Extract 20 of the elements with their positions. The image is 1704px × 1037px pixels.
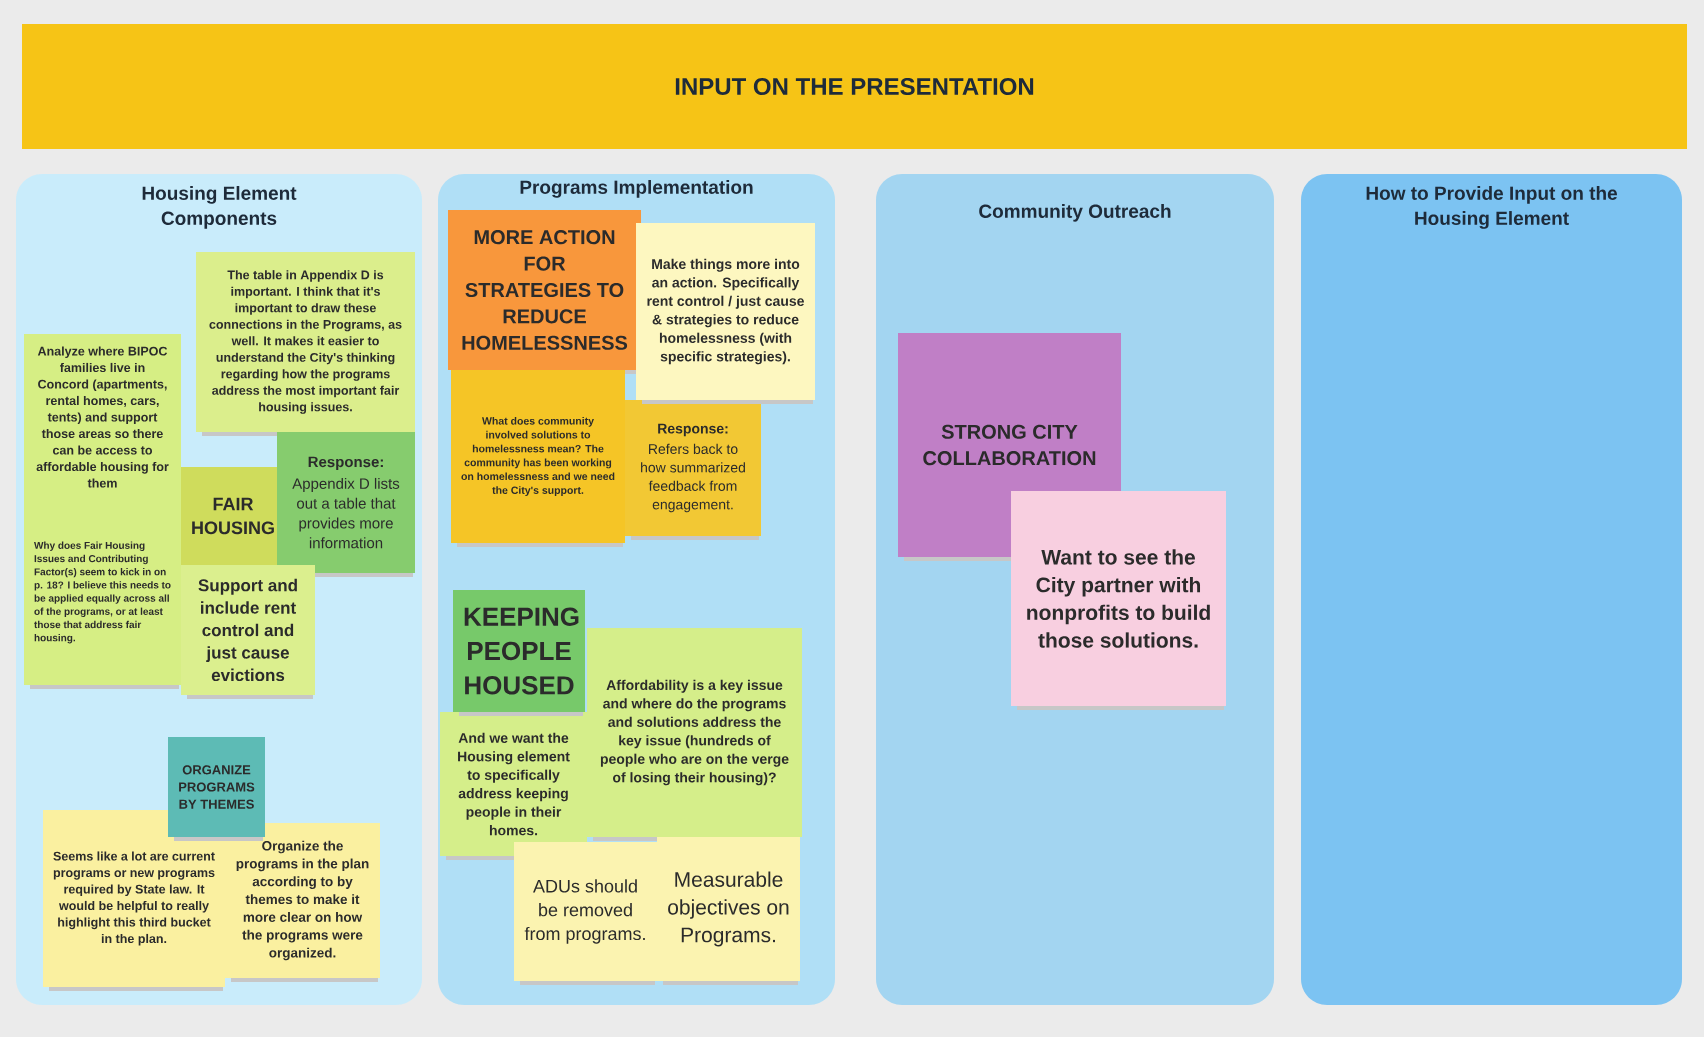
sticky-note: Make things more into an action. Specifically rent control / just cause & strategies to reduce homelessness (with specific strategies). bbox=[636, 223, 815, 400]
sticky-note: Want to see the City partner with nonprofits to build those solutions. bbox=[1011, 491, 1226, 706]
sticky-note: ORGANIZE PROGRAMS BY THEMES bbox=[168, 737, 265, 837]
sticky-note: What does community involved solutions to homelessness mean? The community has been working on homelessness and we need the City's support. bbox=[451, 370, 625, 543]
sticky-note: Measurable objectives on Programs. bbox=[657, 837, 800, 981]
sticky-note: Seems like a lot are current programs or new programs required by State law. It would be helpful to really highlight this third bucket in the plan. bbox=[43, 810, 225, 987]
sticky-note: Support and include rent control and just cause evictions bbox=[181, 565, 315, 695]
title-banner: INPUT ON THE PRESENTATION bbox=[22, 24, 1687, 149]
column-panel: How to Provide Input on the Housing Element bbox=[1301, 174, 1682, 1005]
sticky-note: KEEPING PEOPLE HOUSED bbox=[453, 590, 585, 712]
sticky-note: ADUs should be removed from programs. bbox=[514, 842, 657, 981]
sticky-note: Why does Fair Housing Issues and Contributing Factor(s) seem to kick in on p. 18? I believe this needs to be applied equally across all of the programs, or at least those that address fair housing. bbox=[24, 500, 181, 685]
sticky-note: Response: Appendix D lists out a table that provides more information bbox=[277, 432, 415, 573]
sticky-note: Response: Refers back to how summarized feedback from engagement. bbox=[625, 400, 761, 536]
sticky-note: And we want the Housing element to specifically address keeping people in their homes. bbox=[440, 712, 587, 856]
sticky-note: The table in Appendix D is important. I think that it's important to draw these connections in the Programs, as well. It makes it easier to understand the City's thinking regarding how the programs address the most important fair housing issues. bbox=[196, 252, 415, 432]
sticky-note: Analyze where BIPOC families live in Concord (apartments, rental homes, cars, tents) and support those areas so there can be access to affordable housing for them bbox=[24, 334, 181, 500]
sticky-note: MORE ACTION FOR STRATEGIES TO REDUCE HOMELESSNESS bbox=[448, 210, 641, 370]
sticky-note: Organize the programs in the plan according to by themes to make it more clear on how the programs were organized. bbox=[225, 823, 380, 978]
sticky-note: FAIR HOUSING bbox=[181, 467, 285, 565]
